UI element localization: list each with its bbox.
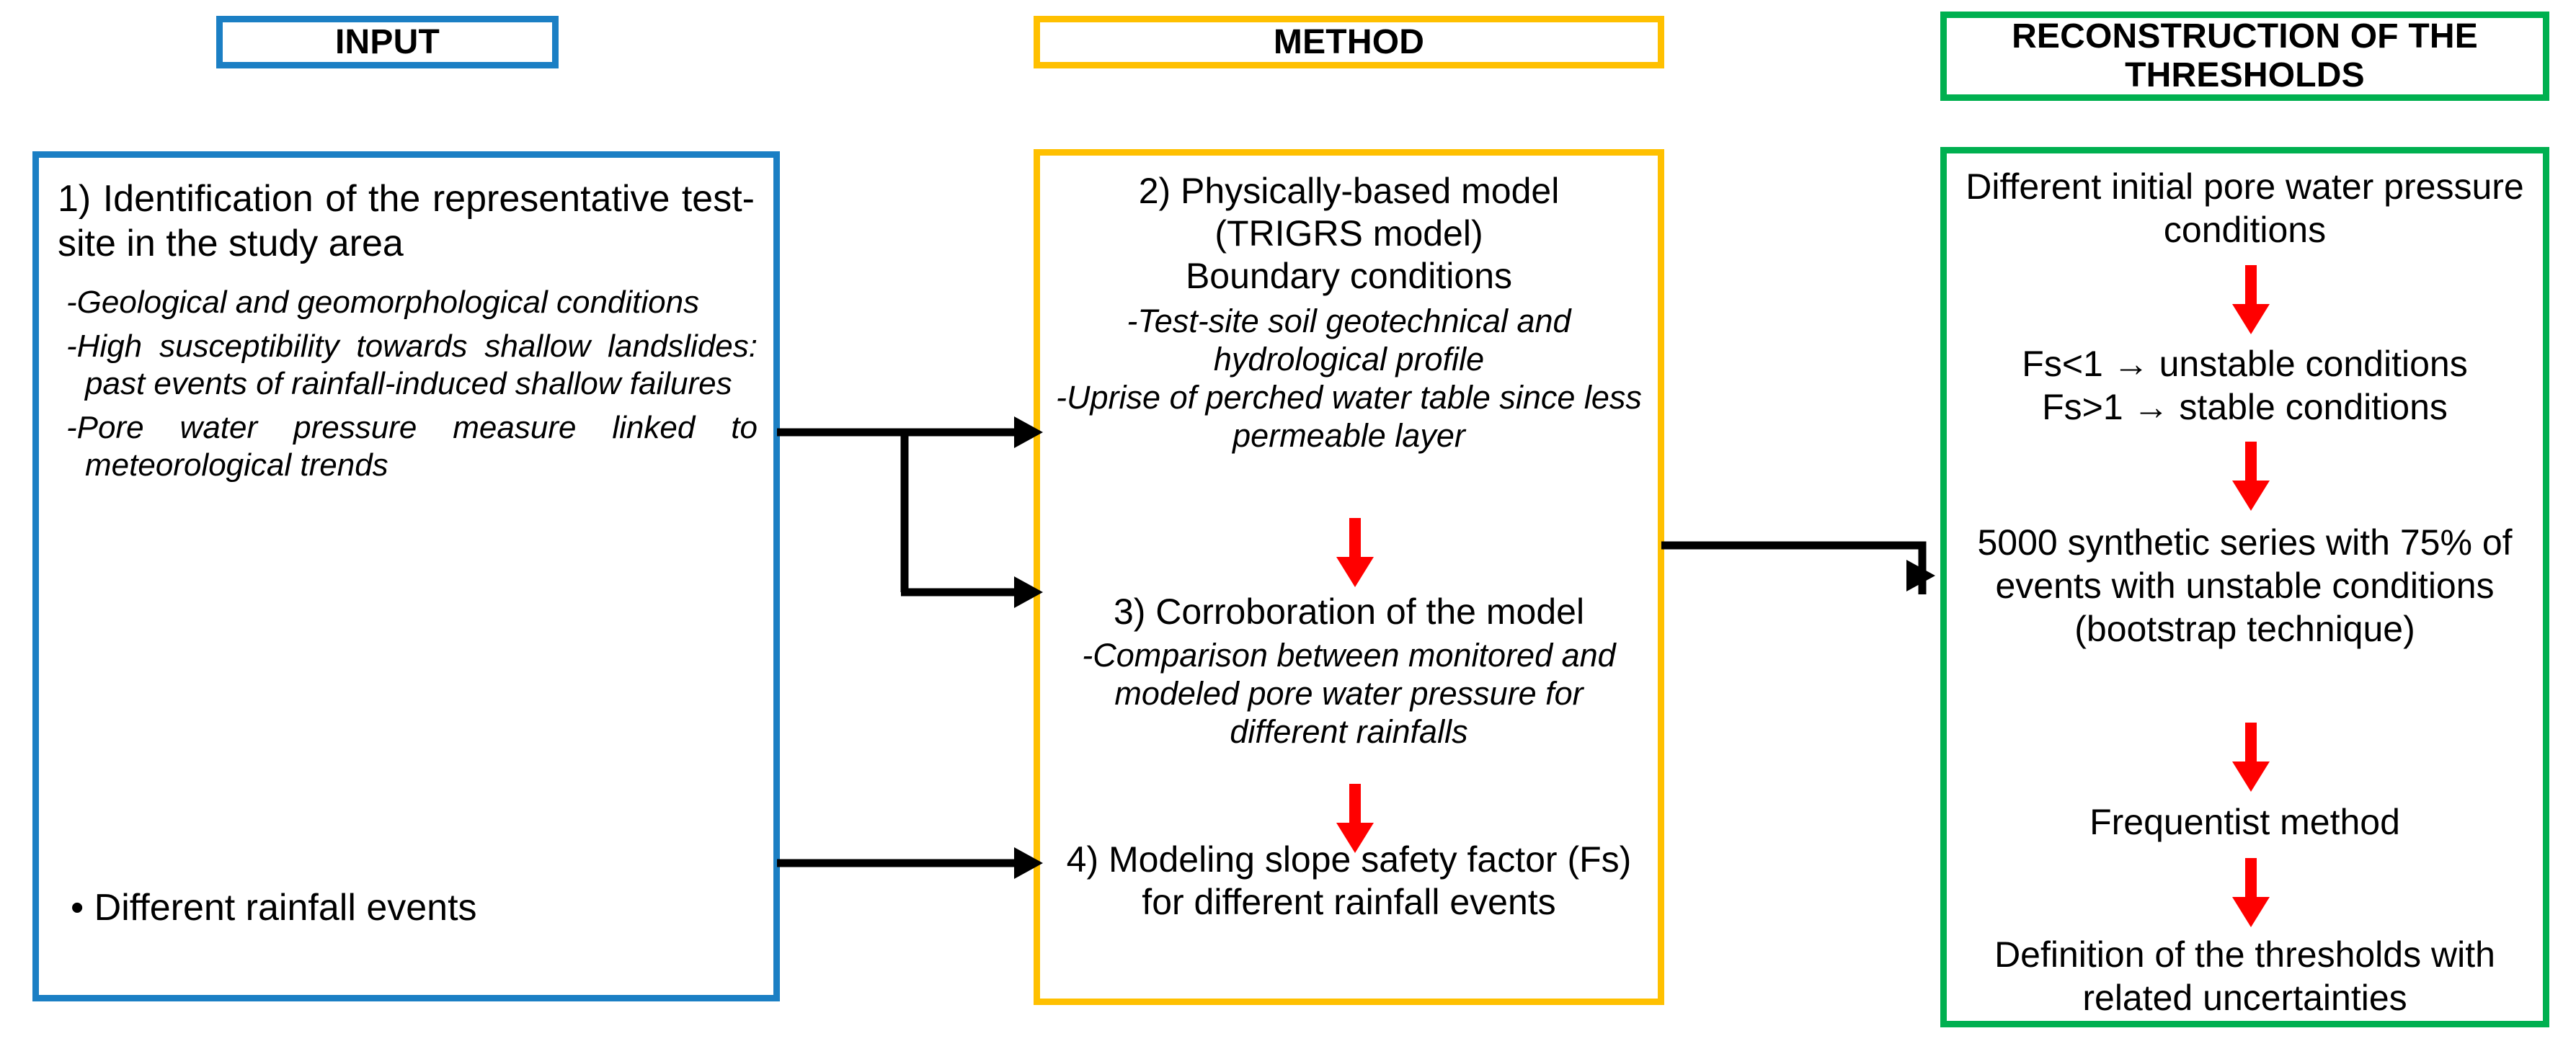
red-arrow-threshold-step2-to-step3 [2225, 442, 2277, 511]
method-block-2-title-line-1: 2) Physically-based model [1138, 171, 1560, 211]
threshold-step-3: 5000 synthetic series with 75% of events… [1977, 522, 2513, 649]
input-sub-item-2: -High susceptibility towards shallow lan… [66, 329, 758, 401]
method-block-3-sub-line-1: -Comparison between monitored and modele… [1082, 637, 1616, 751]
method-block-4: 4) Modeling slope safety factor (Fs) for… [1040, 839, 1658, 924]
red-arrow-method-block3-to-block4 [1329, 784, 1381, 853]
threshold-step-5: Definition of the thresholds with relate… [1994, 934, 2495, 1018]
red-arrow-threshold-step3-to-step4 [2225, 723, 2277, 792]
red-arrow-threshold-step1-to-step2 [2225, 265, 2277, 334]
input-header-box: INPUT [216, 16, 559, 68]
threshold-step-1: Different initial pore water pressure co… [1966, 166, 2524, 250]
input-sub-item-3: -Pore water pressure measure linked to m… [66, 410, 758, 483]
input-content-box: 1) Identification of the representative … [32, 151, 780, 1001]
thresholds-header-box: RECONSTRUCTION OF THE THRESHOLDS [1940, 12, 2549, 101]
red-arrow-threshold-step4-to-step5 [2225, 858, 2277, 927]
method-block-2: 2) Physically-based model (TRIGRS model)… [1040, 170, 1658, 455]
method-block-2-sub-line-2: -Uprise of perched water table since les… [1056, 379, 1642, 455]
input-step-title: 1) Identification of the representative … [58, 178, 755, 265]
red-arrow-method-block2-to-block3 [1329, 518, 1381, 587]
method-header-box: METHOD [1034, 16, 1664, 68]
threshold-step-2: Fs<1 → unstable conditions Fs>1 → stable… [2022, 344, 2468, 427]
method-block-4-title-line-1: 4) Modeling slope safety factor (Fs) for… [1066, 839, 1632, 922]
input-header-label: INPUT [335, 22, 440, 61]
method-block-3: 3) Corroboration of the model -Compariso… [1040, 591, 1658, 751]
connector-input-to-method [775, 403, 1045, 901]
threshold-step-4: Frequentist method [2089, 802, 2400, 842]
method-header-label: METHOD [1273, 22, 1425, 61]
input-sub-item-1: -Geological and geomorphological conditi… [66, 284, 700, 320]
thresholds-header-label: RECONSTRUCTION OF THE THRESHOLDS [2012, 17, 2478, 94]
method-block-2-sub-line-1: -Test-site soil geotechnical and hydrolo… [1127, 303, 1571, 378]
method-block-2-title-line-2: (TRIGRS model) [1214, 213, 1483, 254]
method-content-box: 2) Physically-based model (TRIGRS model)… [1034, 149, 1664, 1005]
input-bullet-item: • Different rainfall events [71, 887, 477, 929]
method-block-3-title-line-1: 3) Corroboration of the model [1113, 591, 1585, 632]
thresholds-content-box: Different initial pore water pressure co… [1940, 147, 2549, 1027]
method-block-2-title-line-3: Boundary conditions [1185, 256, 1513, 296]
connector-method-to-thresholds [1659, 530, 1947, 609]
